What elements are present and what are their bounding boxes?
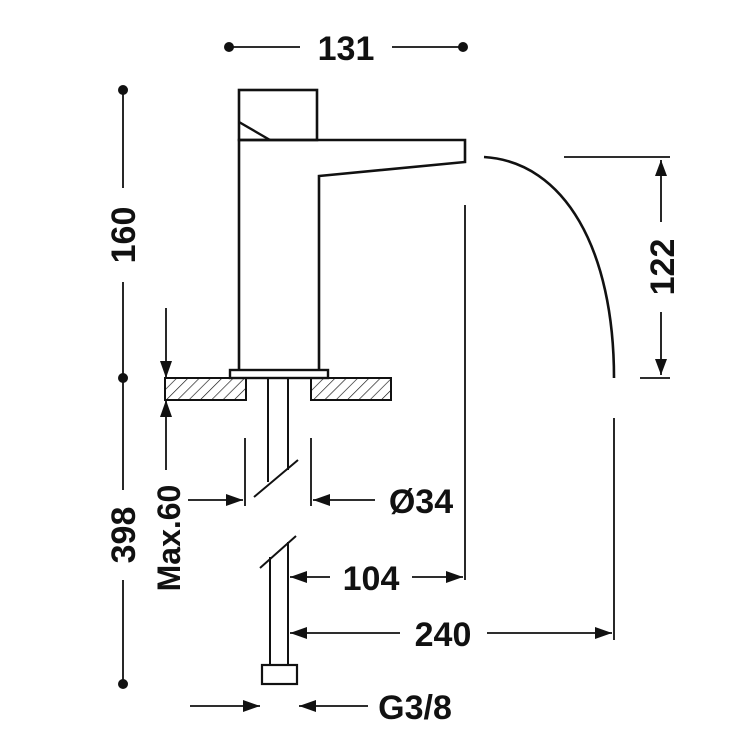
break-line-lower: [259, 535, 297, 569]
countertop: [164, 377, 392, 401]
faucet-body: [228, 88, 467, 380]
handle-lever: [237, 88, 319, 142]
dim-diameter: Ø34: [389, 483, 453, 521]
extension-lines: [164, 156, 670, 640]
dim-below-height: 398: [105, 507, 143, 564]
base-flange: [228, 368, 330, 380]
water-stream-arc: [483, 155, 616, 379]
dim-spout-drop: 122: [644, 239, 682, 296]
dim-total-reach: 240: [415, 616, 472, 654]
body-and-spout: [237, 138, 467, 370]
dimension-lines: [122, 46, 662, 707]
dim-faucet-height: 160: [105, 207, 143, 264]
break-line-upper: [253, 459, 299, 498]
dim-top-width: 131: [318, 30, 375, 68]
handle-wedge: [238, 120, 271, 142]
arrowheads: [160, 160, 667, 712]
countertop-left: [164, 377, 247, 401]
dim-connection: G3/8: [378, 689, 452, 727]
countertop-right: [310, 377, 392, 401]
supply-hose: [253, 378, 299, 686]
dim-spout-reach: 104: [343, 560, 400, 598]
dimension-dots: [118, 42, 468, 689]
connector-nut: [260, 663, 299, 686]
dim-max-thickness: Max.60: [151, 485, 187, 592]
